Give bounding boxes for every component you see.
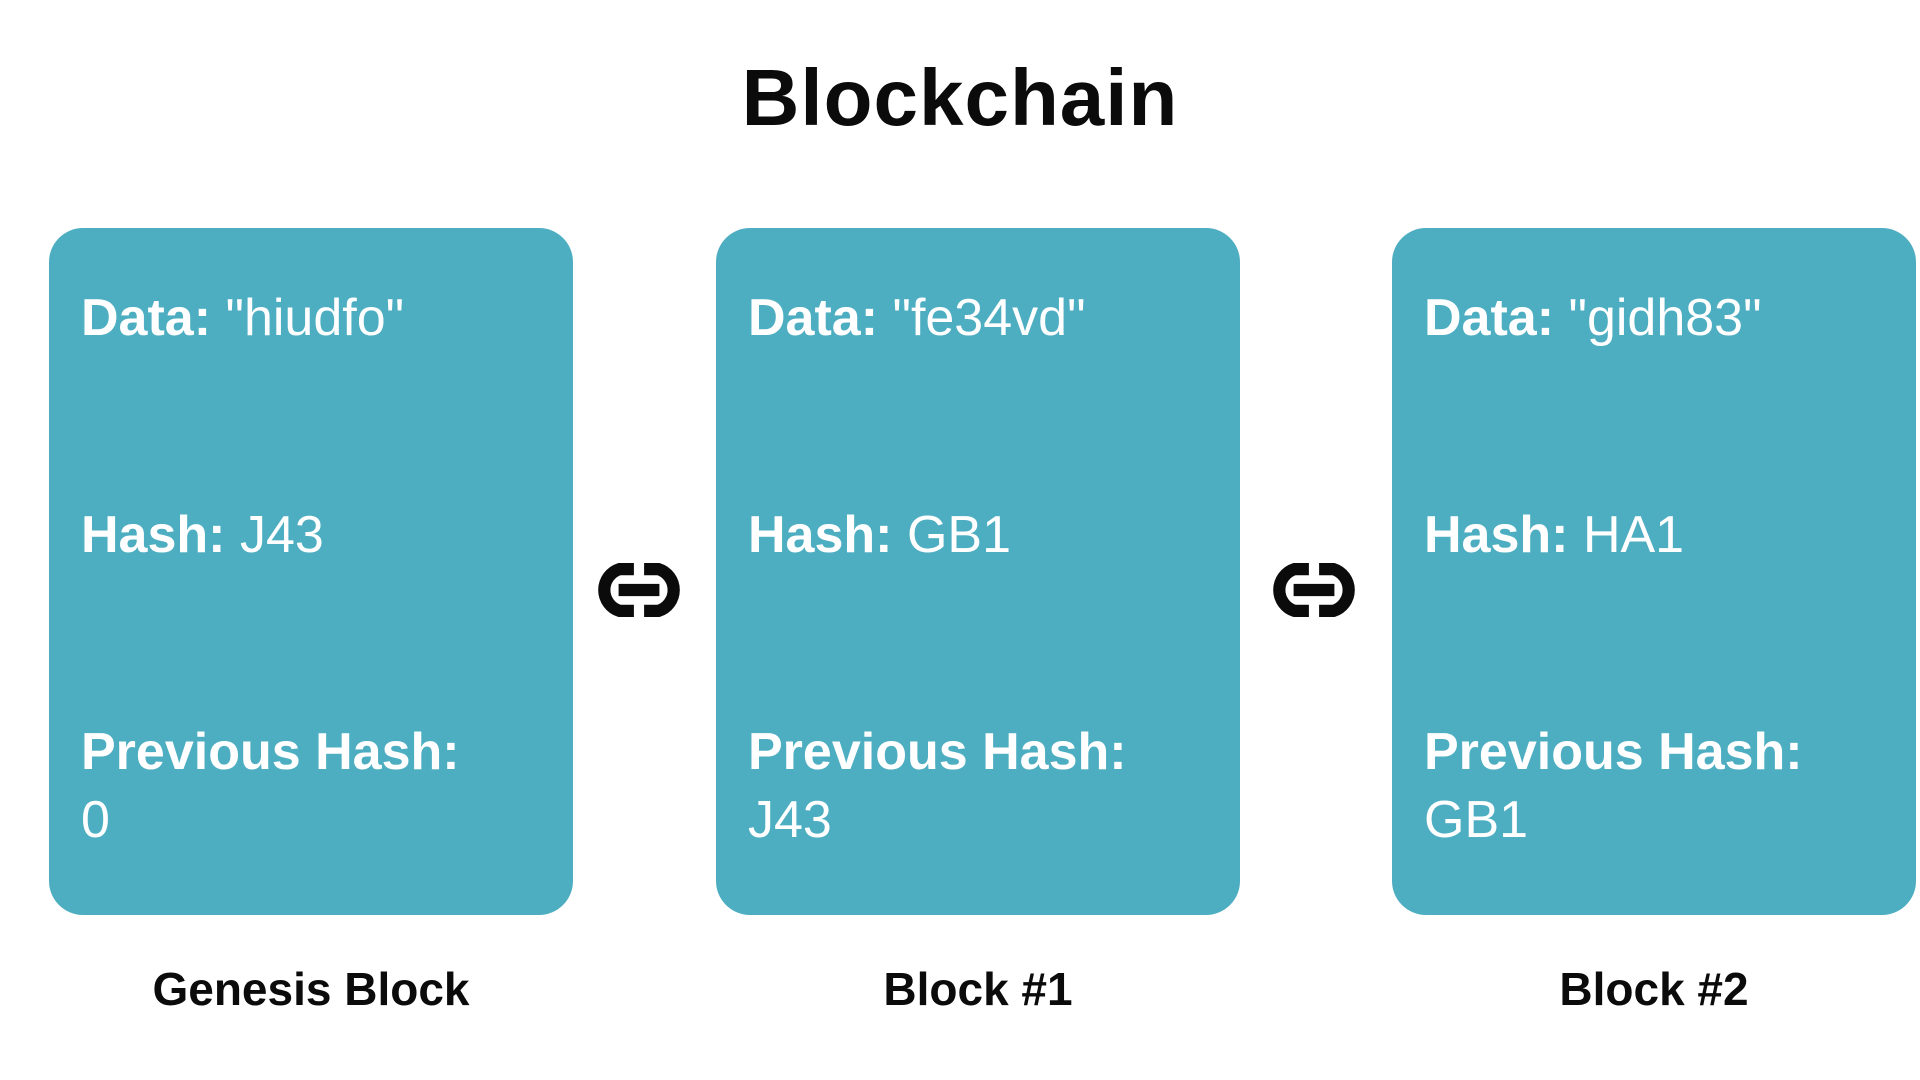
previous-hash-value: GB1 (1424, 791, 1529, 850)
hash-line: Hash: HA1 (1424, 501, 1886, 570)
chain-link-icon (588, 558, 690, 622)
previous-hash-line: Previous Hash: J43 (748, 718, 1210, 855)
diagram-title: Blockchain (741, 53, 1179, 142)
data-value: "hiudfo" (225, 289, 405, 347)
block-2-caption: Block #2 (1559, 963, 1749, 1015)
genesis-block-card: Data: "hiudfo" Hash: J43 Previous Hash: … (49, 228, 573, 915)
previous-hash-line: Previous Hash: 0 (81, 718, 543, 855)
previous-hash-label: Previous Hash: (81, 722, 460, 781)
hash-value: J43 (239, 505, 324, 564)
previous-hash-label: Previous Hash: (748, 722, 1127, 781)
previous-hash-line: Previous Hash: GB1 (1424, 718, 1886, 855)
data-line: Data: "hiudfo" (81, 284, 543, 353)
block-2-card: Data: "gidh83" Hash: HA1 Previous Hash: … (1392, 228, 1916, 915)
hash-label: Hash: (1424, 505, 1569, 564)
genesis-block-caption: Genesis Block (152, 963, 470, 1015)
hash-label: Hash: (748, 505, 893, 564)
previous-hash-value: 0 (81, 791, 110, 850)
previous-hash-value: J43 (748, 791, 832, 850)
data-label: Data: (1424, 289, 1555, 347)
data-label: Data: (748, 289, 879, 347)
hash-line: Hash: J43 (81, 501, 543, 570)
block-1-caption: Block #1 (883, 963, 1073, 1015)
data-label: Data: (81, 289, 212, 347)
data-line: Data: "fe34vd" (748, 284, 1210, 353)
data-line: Data: "gidh83" (1424, 284, 1886, 353)
hash-line: Hash: GB1 (748, 501, 1210, 570)
data-value: "gidh83" (1568, 289, 1762, 347)
hash-value: GB1 (906, 505, 1011, 564)
data-value: "fe34vd" (892, 289, 1086, 347)
hash-label: Hash: (81, 505, 226, 564)
hash-value: HA1 (1582, 505, 1685, 564)
block-1-card: Data: "fe34vd" Hash: GB1 Previous Hash: … (716, 228, 1240, 915)
previous-hash-label: Previous Hash: (1424, 722, 1803, 781)
chain-link-icon (1263, 558, 1365, 622)
